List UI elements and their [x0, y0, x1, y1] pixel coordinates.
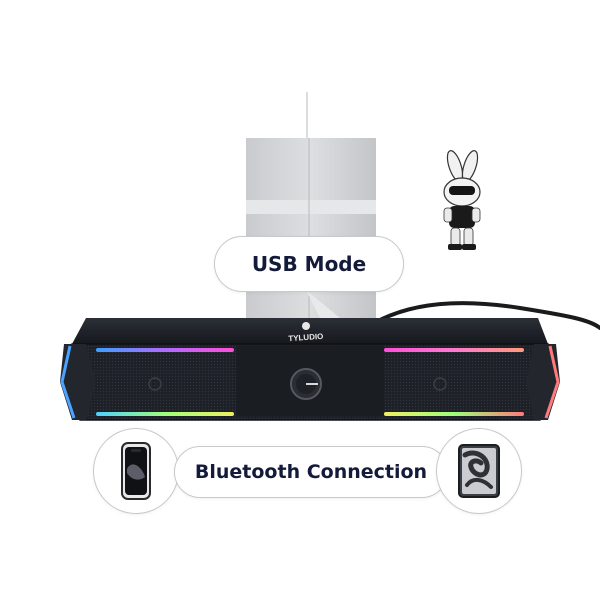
usb-mode-label: USB Mode [214, 236, 404, 292]
usb-cable [378, 301, 600, 330]
soundbar-speaker [60, 318, 560, 421]
smartphone-icon [121, 442, 151, 500]
bluetooth-connection-label: Bluetooth Connection [174, 446, 448, 498]
brand-logo [302, 322, 310, 330]
bluetooth-connection-text: Bluetooth Connection [194, 461, 428, 483]
figurine [443, 150, 481, 250]
tablet-icon [458, 444, 500, 498]
smartphone-badge [93, 428, 179, 514]
usb-mode-text: USB Mode [251, 252, 367, 276]
brand-logo-text: TYLUDIO [288, 332, 324, 343]
tablet-badge [436, 428, 522, 514]
